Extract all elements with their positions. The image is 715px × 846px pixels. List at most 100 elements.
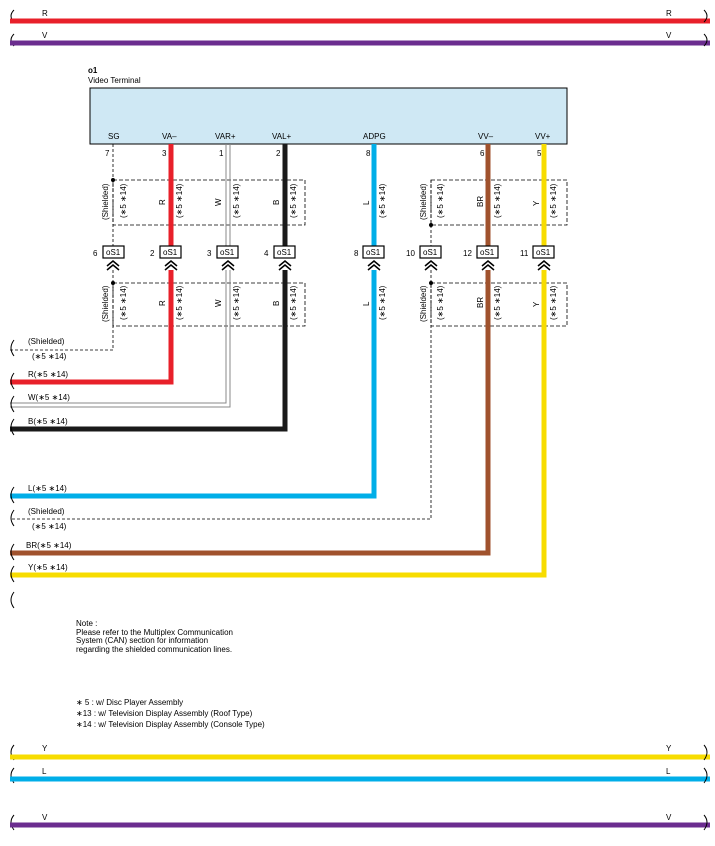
upper-label-b: B [272,200,281,205]
bottom-wire-y-label-right: Y [666,744,672,753]
lower-label-shielded-right: (Shielded) [419,285,428,322]
lower-label-note-7: (∗5 ∗14) [493,285,502,320]
lower-label-b: B [272,301,281,306]
legend-item-5: ∗ 5 : w/ Disc Player Assembly [76,698,184,707]
pin-name-va-minus: VA– [162,132,177,141]
left-label-shielded-2: (Shielded) [28,507,65,516]
shield-box-upper-left [112,179,306,226]
lower-label-note-1: (∗5 ∗14) [119,285,128,320]
left-label-shielded-2-sub: (∗5 ∗14) [32,522,67,531]
upper-label-note-1: (∗5 ∗14) [119,183,128,218]
svg-text:12: 12 [463,249,472,258]
legend-block: ∗ 5 : w/ Disc Player Assembly ∗13 : w/ T… [76,697,265,730]
bottom-wire-l-label-left: L [42,767,47,776]
note-block: Note : Please refer to the Multiplex Com… [76,619,233,654]
left-break-marks [10,339,15,609]
lower-label-note-4: (∗5 ∗14) [289,285,298,320]
left-label-shielded-1-sub: (∗5 ∗14) [32,352,67,361]
connector-pin-8: 8 oS1 [354,245,385,271]
svg-text:10: 10 [406,249,415,258]
lower-label-note-8: (∗5 ∗14) [549,285,558,320]
pin-name-val-plus: VAL+ [272,132,292,141]
upper-label-l: L [362,200,371,205]
upper-label-shielded-left: (Shielded) [101,183,110,220]
note-line-3: regarding the shielded communication lin… [76,644,233,654]
svg-text:6: 6 [93,249,98,258]
upper-label-note-8: (∗5 ∗14) [549,183,558,218]
upper-label-y: Y [532,200,541,206]
component-name: Video Terminal [88,76,141,85]
lower-label-note-5: (∗5 ∗14) [378,285,387,320]
top-wire-v: V V [10,31,710,47]
bottom-wire-y-label-left: Y [42,744,48,753]
lower-vertical-labels: (Shielded) (∗5 ∗14) R (∗5 ∗14) W (∗5 ∗14… [101,285,558,322]
video-terminal-box [89,87,568,145]
connector-pin-3: 3 oS1 [207,245,239,271]
bottom-wire-v: V V [10,813,710,831]
wire-yellow [10,144,547,578]
wire-red [10,144,174,385]
upper-label-note-4: (∗5 ∗14) [289,183,298,218]
connector-pin-4: 4 oS1 [264,245,296,271]
upper-label-br: BR [476,196,485,207]
upper-label-note-5: (∗5 ∗14) [378,183,387,218]
svg-text:oS1: oS1 [423,248,438,257]
pin-num-7: 7 [105,149,110,158]
wire-white [10,144,231,408]
upper-label-note-2: (∗5 ∗14) [175,183,184,218]
lower-label-w: W [214,299,223,307]
left-label-b: B(∗5 ∗14) [28,417,68,426]
connector-pin-11: 11 oS1 [520,245,555,271]
legend-item-13: ∗13 : w/ Television Display Assembly (Ro… [76,709,253,718]
pin-name-sg: SG [108,132,120,141]
top-wire-r: R R [10,9,710,24]
connector-pin-12: 12 oS1 [463,245,499,271]
upper-label-note-6: (∗5 ∗14) [436,183,445,218]
connector-pin-10: 10 oS1 [406,245,442,271]
lower-label-note-3: (∗5 ∗14) [232,285,241,320]
note-title: Note : [76,619,98,628]
pin-num-1: 1 [219,149,224,158]
svg-text:3: 3 [207,249,212,258]
upper-label-shielded-right: (Shielded) [419,183,428,220]
svg-text:4: 4 [264,249,269,258]
wire-shielded-sg [10,144,115,351]
upper-label-note-7: (∗5 ∗14) [493,183,502,218]
pin-num-5: 5 [537,149,542,158]
shield-box-lower-left [112,282,306,327]
bottom-wire-v-label-left: V [42,813,48,822]
pin-num-2: 2 [276,149,281,158]
pin-num-8: 8 [366,149,371,158]
bottom-wire-l: L L [10,767,710,784]
wire-black [10,144,288,432]
top-wire-r-label-left: R [42,9,48,18]
lower-label-note-2: (∗5 ∗14) [175,285,184,320]
connector-pin-2: 2 oS1 [150,245,182,271]
pin-num-3: 3 [162,149,167,158]
wire-shielded-right [10,180,433,520]
upper-label-note-3: (∗5 ∗14) [232,183,241,218]
pin-num-6: 6 [480,149,485,158]
left-label-y: Y(∗5 ∗14) [28,563,68,572]
svg-text:oS1: oS1 [163,248,178,257]
left-label-shielded-1: (Shielded) [28,337,65,346]
connector-pin-6: 6 oS1 [93,245,125,271]
top-wire-v-label-right: V [666,31,672,40]
bottom-wire-y: Y Y [10,744,710,761]
lower-label-note-6: (∗5 ∗14) [436,285,445,320]
left-label-l: L(∗5 ∗14) [28,484,67,493]
shield-box-lower-right [430,282,568,327]
svg-text:oS1: oS1 [277,248,292,257]
lower-label-r: R [158,300,167,306]
top-wire-r-label-right: R [666,9,672,18]
left-label-r: R(∗5 ∗14) [28,370,68,379]
component-code: o1 [88,66,98,75]
bottom-wire-v-label-right: V [666,813,672,822]
svg-text:oS1: oS1 [366,248,381,257]
pin-name-var-plus: VAR+ [215,132,236,141]
lower-label-l: L [362,301,371,306]
wire-blue [10,144,377,499]
pin-name-vv-plus: VV+ [535,132,551,141]
lower-label-y: Y [532,301,541,307]
